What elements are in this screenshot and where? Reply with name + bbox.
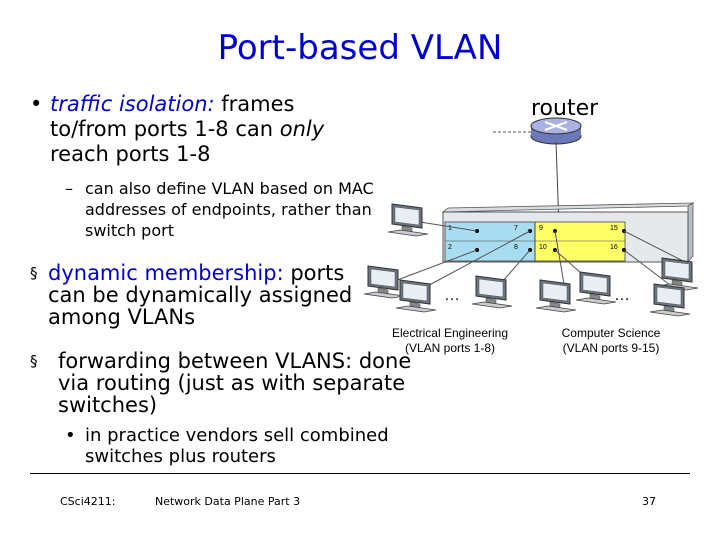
bullet-marker: § — [30, 264, 38, 282]
port-label-1: 1 — [448, 225, 452, 232]
cs-caption-ports: (VLAN ports 9-15) — [562, 341, 660, 355]
ee-caption: Electrical Engineering (VLAN ports 1-8) — [378, 326, 522, 356]
bullet-text: forwarding between VLANS: done via routi… — [58, 349, 412, 417]
computer-icon — [471, 275, 513, 309]
bullet-body-end: reach ports 1-8 — [50, 142, 211, 166]
port-label-16: 16 — [610, 244, 618, 251]
port-label-2: 2 — [448, 244, 452, 251]
bullet-body: ports can be dynamically assigned among … — [48, 261, 353, 329]
computer-icon — [387, 203, 429, 237]
bullet-text: dynamic membership: ports can be dynamic… — [48, 262, 378, 328]
sub-bullet-text: can also define VLAN based on MAC addres… — [85, 179, 374, 240]
computer-icon — [395, 279, 437, 313]
bullet-marker: • — [30, 92, 43, 116]
computer-icon — [575, 271, 617, 305]
router-label: router — [531, 96, 599, 121]
footer-divider — [30, 473, 690, 474]
sub-bullet-marker: • — [65, 425, 76, 446]
port-label-7: 7 — [514, 225, 518, 232]
computer-icon — [363, 265, 405, 299]
sub-bullet-text: in practice vendors sell combined switch… — [85, 425, 389, 467]
cs-caption: Computer Science (VLAN ports 9-15) — [548, 326, 674, 356]
footer-topic: Network Data Plane Part 3 — [155, 495, 301, 508]
bullet-marker: § — [30, 352, 38, 370]
computer-icon — [649, 283, 691, 317]
ellipsis-cs: … — [614, 287, 630, 304]
cs-caption-name: Computer Science — [561, 326, 661, 340]
port-label-9: 9 — [539, 225, 543, 232]
computer-icon — [535, 279, 577, 313]
port-label-8: 8 — [514, 244, 518, 251]
sub-bullet-marker: – — [65, 179, 73, 198]
bullet-text: traffic isolation: frames to/from ports … — [50, 92, 370, 167]
dynamic-membership-term: dynamic membership: — [48, 261, 284, 285]
bullet-body: frames to/from ports 1-8 can — [50, 92, 295, 141]
router-icon — [493, 117, 582, 228]
ee-caption-ports: (VLAN ports 1-8) — [404, 341, 496, 355]
switch-icon: 1 2 7 8 9 10 15 16 — [441, 202, 695, 264]
page-number: 37 — [642, 495, 656, 508]
ellipsis-ee: … — [444, 287, 460, 304]
emphasis-only: only — [279, 117, 325, 141]
footer-course: CSci4211: — [60, 495, 116, 508]
cs-port-block — [534, 221, 626, 262]
slide-title: Port-based VLAN — [217, 28, 503, 68]
port-label-15: 15 — [610, 225, 618, 232]
ee-caption-name: Electrical Engineering — [391, 326, 509, 340]
port-label-10: 10 — [539, 244, 547, 251]
traffic-isolation-term: traffic isolation: — [50, 92, 215, 116]
